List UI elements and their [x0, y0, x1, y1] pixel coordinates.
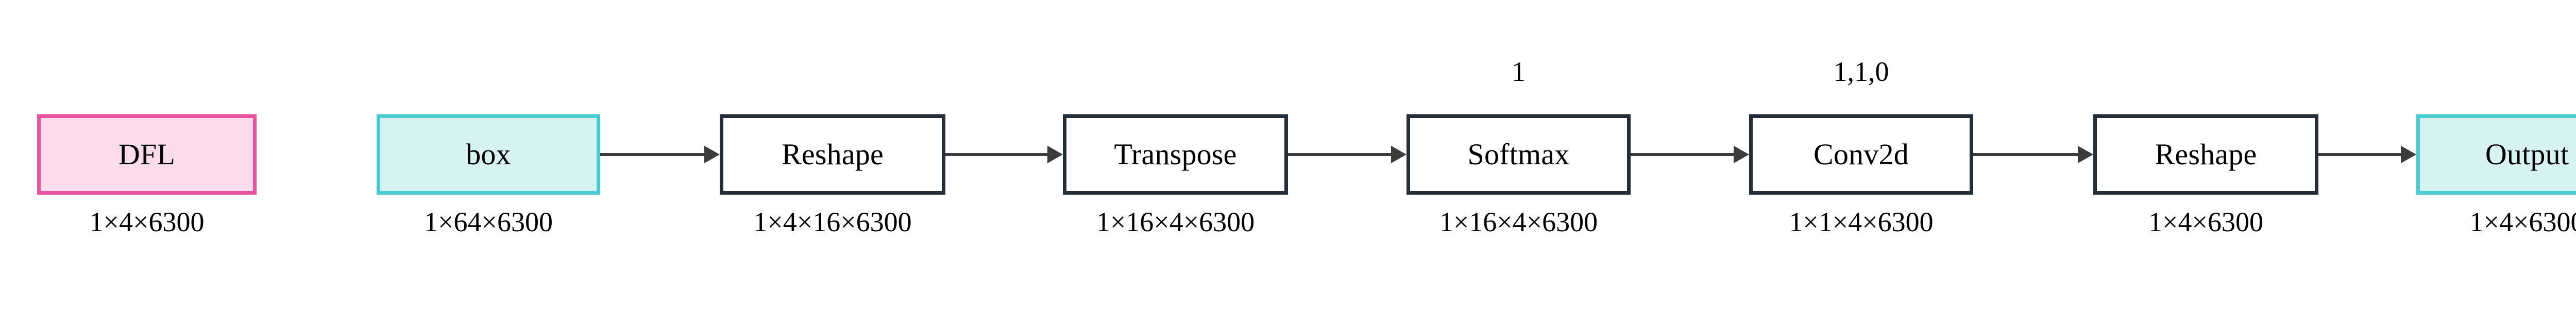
connector-arrow [1973, 146, 2093, 163]
node-dim-label-box: 1×64×6300 [424, 207, 553, 237]
connector-line [1631, 153, 1736, 156]
node-label-output: Output [2485, 138, 2569, 171]
node-box[interactable]: box [377, 114, 600, 195]
node-label-transpose: Transpose [1114, 138, 1237, 171]
node-param-label-conv2d: 1,1,0 [1833, 56, 1889, 87]
node-label-reshape-2: Reshape [2155, 138, 2257, 171]
node-output[interactable]: Output [2416, 114, 2576, 195]
node-dim-label-softmax: 1×16×4×6300 [1439, 207, 1598, 237]
node-label-reshape-1: Reshape [782, 138, 884, 171]
node-reshape-2[interactable]: Reshape [2093, 114, 2318, 195]
connector-arrow [1288, 146, 1406, 163]
node-label-softmax: Softmax [1467, 138, 1570, 171]
arrowhead-icon [1391, 146, 1406, 163]
node-param-label-softmax: 1 [1512, 56, 1526, 87]
node-conv2d[interactable]: Conv2d [1749, 114, 1973, 195]
connector-line [2318, 153, 2403, 156]
node-softmax[interactable]: Softmax [1406, 114, 1631, 195]
node-dfl[interactable]: DFL [37, 114, 257, 195]
connector-line [945, 153, 1049, 156]
node-dim-label-reshape-1: 1×4×16×6300 [753, 207, 912, 237]
node-label-dfl: DFL [118, 138, 176, 171]
arrowhead-icon [704, 146, 720, 163]
arrowhead-icon [2401, 146, 2416, 163]
node-dim-label-dfl: 1×4×6300 [89, 207, 205, 237]
connector-line [1973, 153, 2080, 156]
arrowhead-icon [1047, 146, 1063, 163]
arrowhead-icon [1734, 146, 1749, 163]
node-dim-label-transpose: 1×16×4×6300 [1096, 207, 1255, 237]
node-transpose[interactable]: Transpose [1063, 114, 1288, 195]
node-dim-label-output: 1×4×6300 [2469, 207, 2576, 237]
connector-arrow [2318, 146, 2416, 163]
connector-line [600, 153, 706, 156]
connector-line [1288, 153, 1393, 156]
node-reshape-1[interactable]: Reshape [720, 114, 945, 195]
connector-arrow [1631, 146, 1749, 163]
node-dim-label-conv2d: 1×1×4×6300 [1789, 207, 1934, 237]
node-label-conv2d: Conv2d [1814, 138, 1909, 171]
node-dim-label-reshape-2: 1×4×6300 [2148, 207, 2263, 237]
connector-arrow [600, 146, 720, 163]
arrowhead-icon [2078, 146, 2093, 163]
node-label-box: box [466, 138, 511, 171]
connector-arrow [945, 146, 1063, 163]
